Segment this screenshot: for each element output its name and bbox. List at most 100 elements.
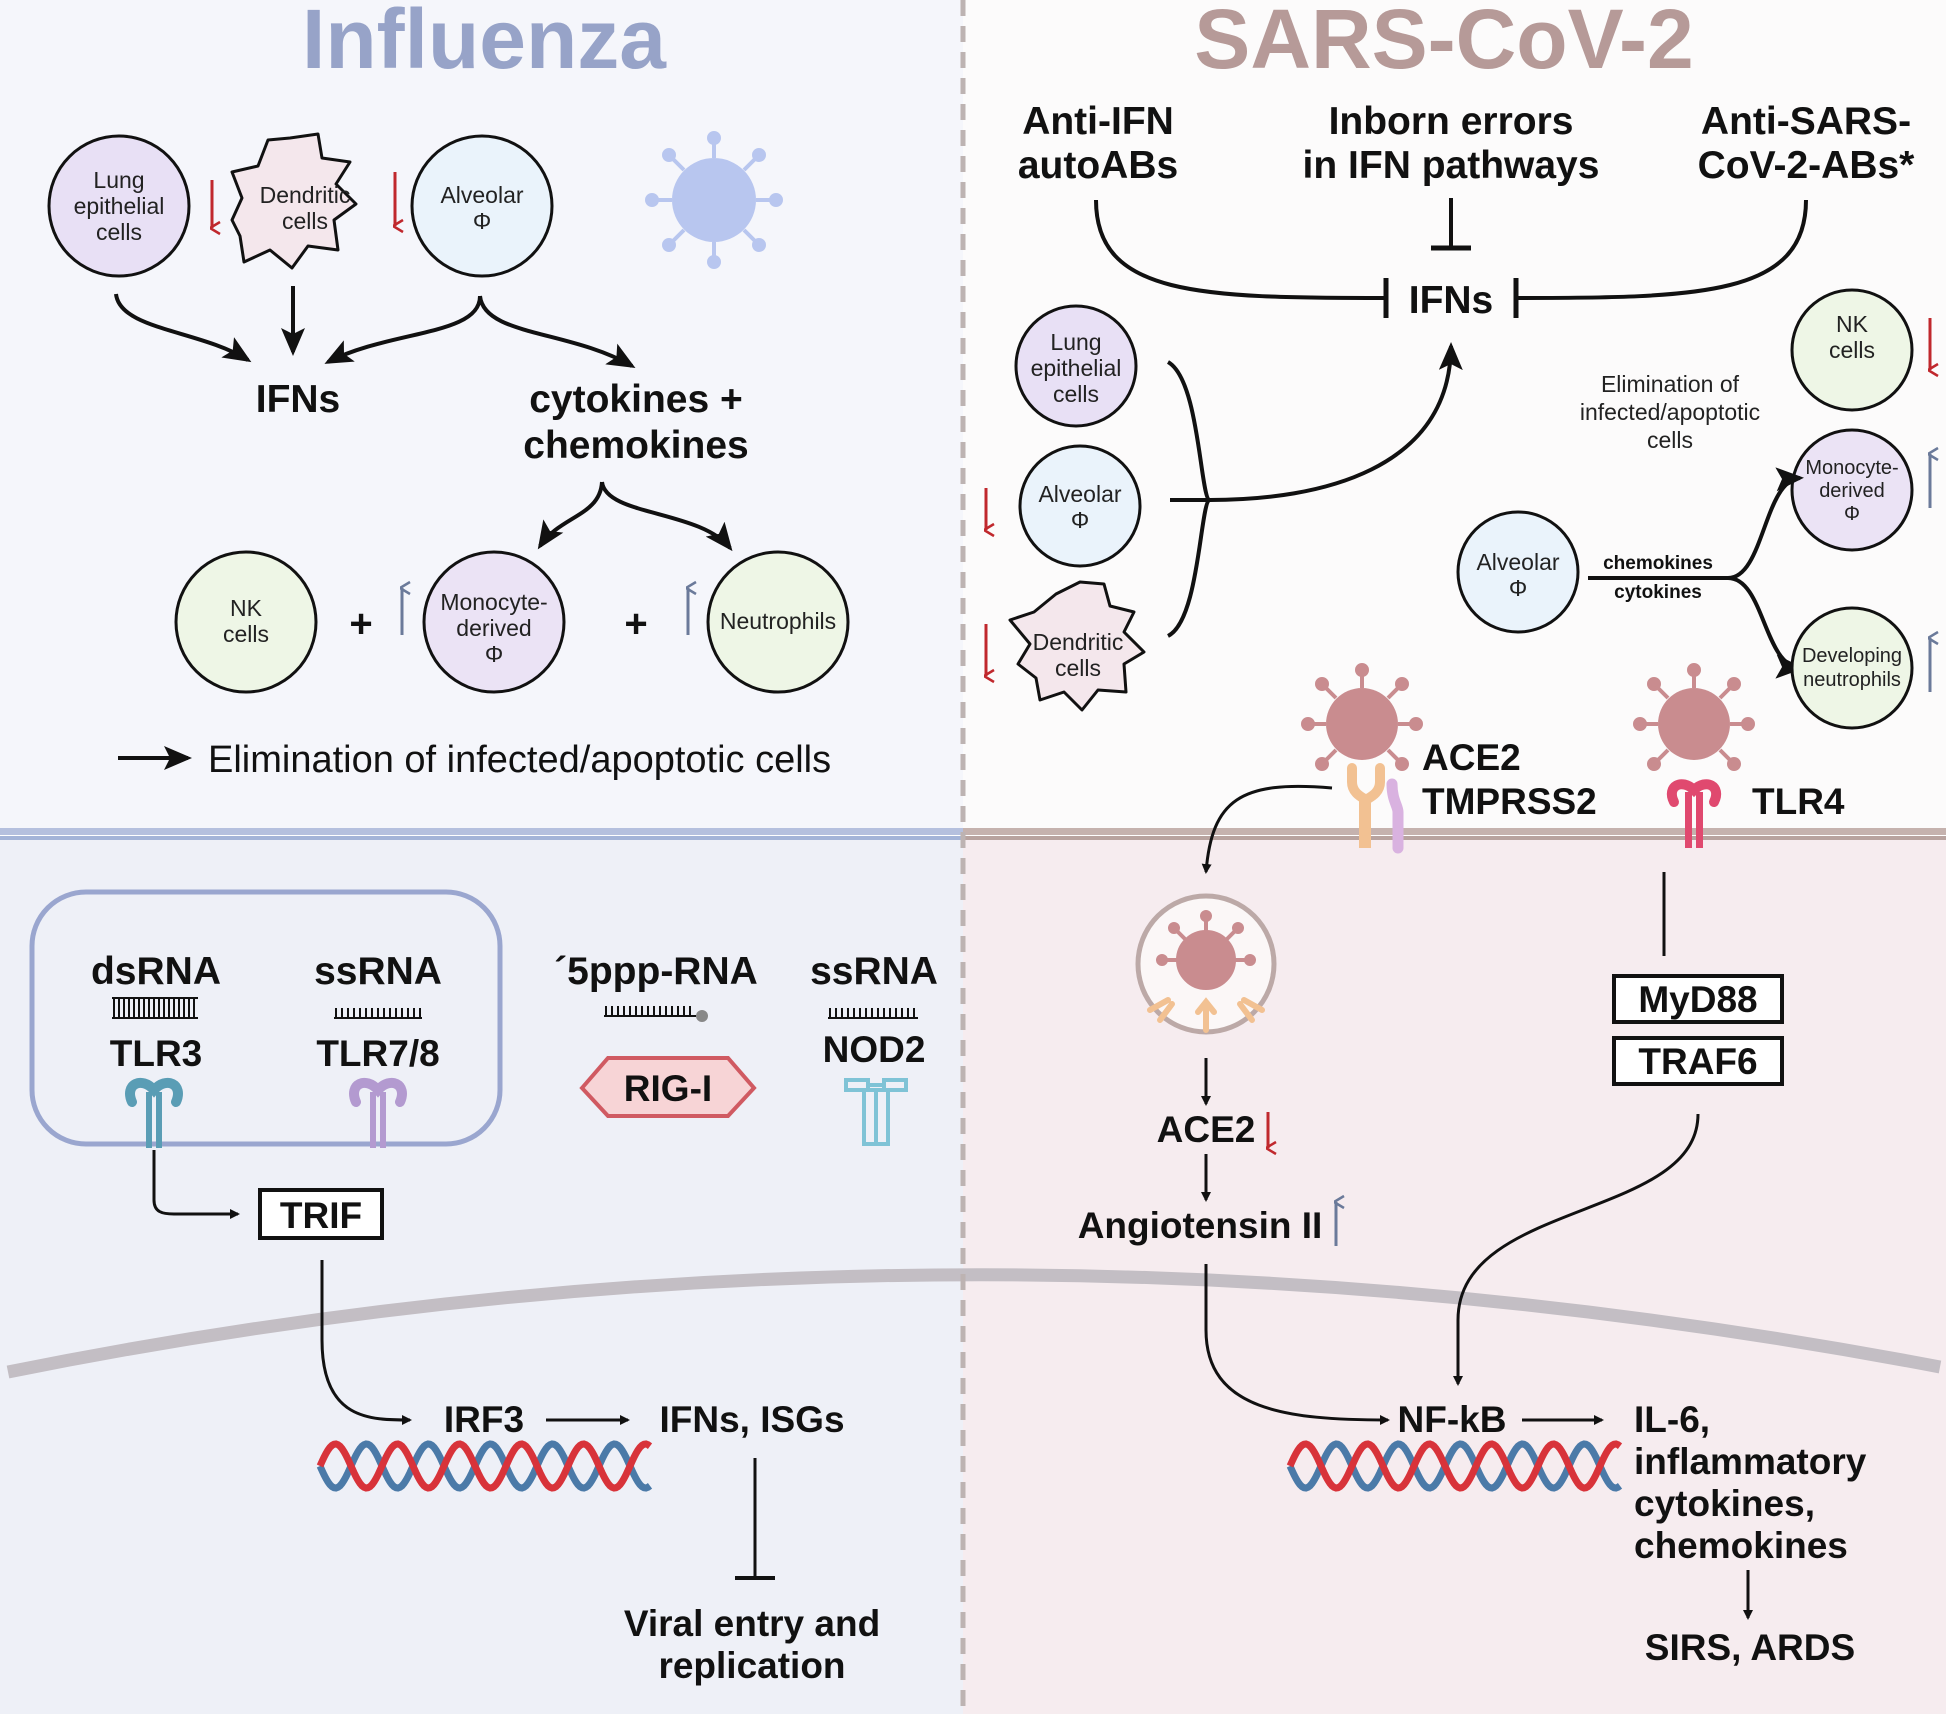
ifns-isgs-label: IFNs, ISGs bbox=[659, 1399, 844, 1440]
dsrna-icon bbox=[112, 997, 198, 1019]
arrow bbox=[1204, 1264, 1390, 1425]
arrow bbox=[1727, 576, 1804, 679]
tmprss2-receptor-icon bbox=[1386, 778, 1404, 854]
plus-sign: + bbox=[349, 602, 372, 646]
arrow bbox=[478, 295, 636, 369]
arrow bbox=[114, 293, 252, 363]
arrow bbox=[320, 1260, 412, 1425]
sirs-ards-label: SIRS, ARDS bbox=[1645, 1627, 1855, 1668]
membrane-influenza bbox=[0, 828, 963, 835]
ace2-receptor-icon bbox=[1347, 763, 1385, 848]
plus-sign: + bbox=[624, 602, 647, 646]
tlr4-receptor-icon bbox=[1667, 779, 1721, 848]
traf6-box bbox=[1612, 1036, 1784, 1086]
ace2-down-label: ACE2 bbox=[1157, 1109, 1256, 1150]
dna-helix-icon bbox=[316, 1440, 653, 1492]
svg-text:RIG-I: RIG-I bbox=[624, 1068, 712, 1109]
arrow bbox=[152, 1150, 240, 1219]
tlr3-receptor-icon bbox=[125, 1077, 183, 1148]
traf6-label: TRAF6 bbox=[1638, 1041, 1757, 1082]
membrane-sars bbox=[963, 828, 1946, 835]
ace2-label: ACE2 bbox=[1422, 737, 1521, 778]
ssrna-label-1: ssRNA bbox=[314, 950, 442, 993]
svg-text:Neutrophils: Neutrophils bbox=[720, 608, 836, 634]
arrow bbox=[537, 481, 604, 550]
influenza-neutrophils-cell: Neutrophils bbox=[706, 550, 850, 694]
ssrna-icon bbox=[828, 1008, 918, 1019]
tlr78-receptor-icon bbox=[349, 1077, 407, 1148]
myd88-box bbox=[1612, 974, 1784, 1024]
trif-box bbox=[258, 1188, 384, 1240]
tlr4-label: TLR4 bbox=[1752, 781, 1845, 822]
cytokines-label: cytokines bbox=[1614, 582, 1702, 603]
arrow bbox=[1727, 467, 1804, 580]
myd88-label: MyD88 bbox=[1638, 979, 1757, 1020]
endosome bbox=[29, 889, 503, 1147]
membrane-sars-inner bbox=[963, 836, 1946, 840]
tlr78-label: TLR7/8 bbox=[316, 1033, 439, 1074]
dsrna-label: dsRNA bbox=[91, 950, 221, 993]
influenza-elimination-label: Elimination of infected/apoptotic cells bbox=[208, 739, 831, 781]
arrow bbox=[1453, 1113, 1700, 1386]
membrane-influenza-inner bbox=[0, 836, 963, 840]
nuclear-membrane bbox=[6, 1268, 1942, 1379]
arrow bbox=[324, 295, 482, 364]
endosome-with-virus bbox=[1135, 893, 1277, 1035]
influenza-ifns-label: IFNs bbox=[256, 378, 341, 421]
irf3-label: IRF3 bbox=[444, 1399, 524, 1440]
nod2-receptor-icon bbox=[844, 1078, 908, 1146]
rig-i-shape: RIG-I bbox=[579, 1056, 757, 1118]
sars-cov-2-virus-icon bbox=[1633, 663, 1755, 771]
influenza-upper-bg bbox=[0, 0, 963, 830]
5ppp-rna-icon bbox=[604, 1006, 708, 1022]
inhibit-line bbox=[1094, 199, 1387, 300]
trif-label: TRIF bbox=[280, 1195, 362, 1236]
influenza-cytokines-label: cytokines +chemokines bbox=[523, 378, 748, 467]
nod2-label: NOD2 bbox=[823, 1029, 926, 1070]
5ppp-rna-label: ´5ppp-RNA bbox=[554, 950, 758, 993]
sars-title: SARS-CoV-2 bbox=[1194, 0, 1693, 86]
ssrna-label-2: ssRNA bbox=[810, 950, 938, 993]
arrow bbox=[1201, 784, 1333, 874]
arrow bbox=[1170, 342, 1463, 502]
nfkb-label: NF-kB bbox=[1398, 1399, 1507, 1440]
sars-ifns-label: IFNs bbox=[1409, 279, 1494, 322]
influenza-title: Influenza bbox=[302, 0, 667, 86]
sars-cov-2-virus-icon bbox=[1301, 663, 1423, 771]
chemokines-label: chemokines bbox=[1603, 553, 1713, 574]
tmprss2-label: TMPRSS2 bbox=[1422, 781, 1597, 822]
angiotensin-label: Angiotensin II bbox=[1078, 1205, 1323, 1246]
anti-sars-abs-label: Anti-SARS-CoV-2-ABs* bbox=[1698, 100, 1916, 187]
inhibit-line bbox=[1515, 199, 1808, 300]
ssrna-icon bbox=[334, 1008, 422, 1019]
influenza-virus-icon bbox=[645, 131, 783, 269]
dna-helix-icon bbox=[1286, 1440, 1623, 1492]
